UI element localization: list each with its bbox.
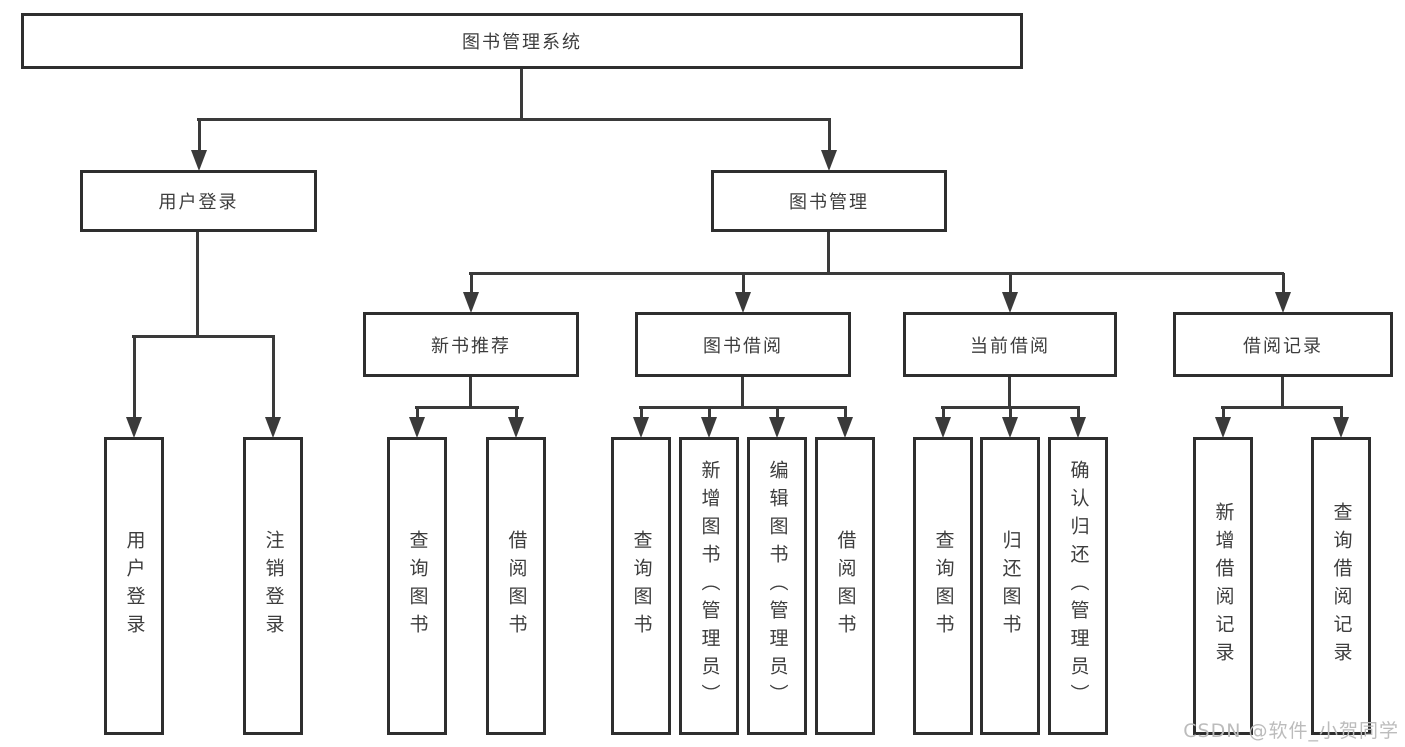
arrow-down-icon xyxy=(1215,417,1231,438)
connector-drop xyxy=(776,407,779,419)
leaf-current-query-books: 查询图书 xyxy=(913,437,973,735)
leaf-recommend-query-books: 查询图书 xyxy=(387,437,447,735)
connector-stem xyxy=(469,377,472,407)
connector-drop xyxy=(1222,407,1225,419)
connector-drop xyxy=(942,407,945,419)
arrow-down-icon xyxy=(1275,292,1291,313)
connector-drop xyxy=(1340,407,1343,419)
leaf-borrow-books: 借阅图书 xyxy=(815,437,875,735)
connector-drop xyxy=(742,273,745,295)
connector-drop xyxy=(1009,407,1012,419)
connector-branch xyxy=(1221,406,1343,409)
leaf-add-books-admin: 新增图书（管理员） xyxy=(679,437,739,735)
connector-stem xyxy=(196,232,199,336)
arrow-down-icon xyxy=(821,150,837,171)
connector-drop xyxy=(1077,407,1080,419)
arrow-down-icon xyxy=(935,417,951,438)
arrow-down-icon xyxy=(1333,417,1349,438)
connector-branch xyxy=(132,335,275,338)
leaf-logout: 注销登录 xyxy=(243,437,303,735)
arrow-down-icon xyxy=(508,417,524,438)
arrow-down-icon xyxy=(409,417,425,438)
node-root: 图书管理系统 xyxy=(21,13,1023,69)
connector-stem xyxy=(827,232,830,273)
arrow-down-icon xyxy=(633,417,649,438)
leaf-confirm-return-admin: 确认归还（管理员） xyxy=(1048,437,1108,735)
connector-drop xyxy=(515,407,518,419)
connector-drop xyxy=(198,119,201,152)
arrow-down-icon xyxy=(735,292,751,313)
arrow-down-icon xyxy=(837,417,853,438)
connector-stem xyxy=(741,377,744,407)
connector-drop xyxy=(1282,273,1285,295)
connector-drop xyxy=(133,336,136,419)
leaf-return-books: 归还图书 xyxy=(980,437,1040,735)
leaf-query-borrow-record: 查询借阅记录 xyxy=(1311,437,1371,735)
connector-stem xyxy=(1281,377,1284,407)
connector-drop xyxy=(416,407,419,419)
connector-drop xyxy=(272,336,275,419)
connector-branch xyxy=(639,406,847,409)
connector-drop xyxy=(844,407,847,419)
arrow-down-icon xyxy=(769,417,785,438)
connector-drop xyxy=(470,273,473,295)
node-new-book-recommendation: 新书推荐 xyxy=(363,312,579,377)
connector-drop xyxy=(828,119,831,152)
arrow-down-icon xyxy=(126,417,142,438)
arrow-down-icon xyxy=(701,417,717,438)
connector-branch xyxy=(197,118,831,121)
arrow-down-icon xyxy=(463,292,479,313)
node-book-management: 图书管理 xyxy=(711,170,947,232)
arrow-down-icon xyxy=(191,150,207,171)
connector-branch xyxy=(415,406,519,409)
arrow-down-icon xyxy=(1002,292,1018,313)
connector-drop xyxy=(708,407,711,419)
arrow-down-icon xyxy=(1070,417,1086,438)
connector-stem xyxy=(1008,377,1011,407)
leaf-borrowing-query-books: 查询图书 xyxy=(611,437,671,735)
leaf-user-login: 用户登录 xyxy=(104,437,164,735)
node-current-borrowing: 当前借阅 xyxy=(903,312,1117,377)
connector-drop xyxy=(1009,273,1012,295)
leaf-add-borrow-record: 新增借阅记录 xyxy=(1193,437,1253,735)
connector-drop xyxy=(640,407,643,419)
node-book-borrowing: 图书借阅 xyxy=(635,312,851,377)
node-user-login: 用户登录 xyxy=(80,170,317,232)
leaf-edit-books-admin: 编辑图书（管理员） xyxy=(747,437,807,735)
arrow-down-icon xyxy=(1002,417,1018,438)
node-borrowing-records: 借阅记录 xyxy=(1173,312,1393,377)
connector-branch xyxy=(469,272,1284,275)
leaf-recommend-borrow-books: 借阅图书 xyxy=(486,437,546,735)
csdn-watermark: CSDN @软件_小贺同学 xyxy=(1183,720,1399,742)
arrow-down-icon xyxy=(265,417,281,438)
connector-stem xyxy=(520,69,523,119)
